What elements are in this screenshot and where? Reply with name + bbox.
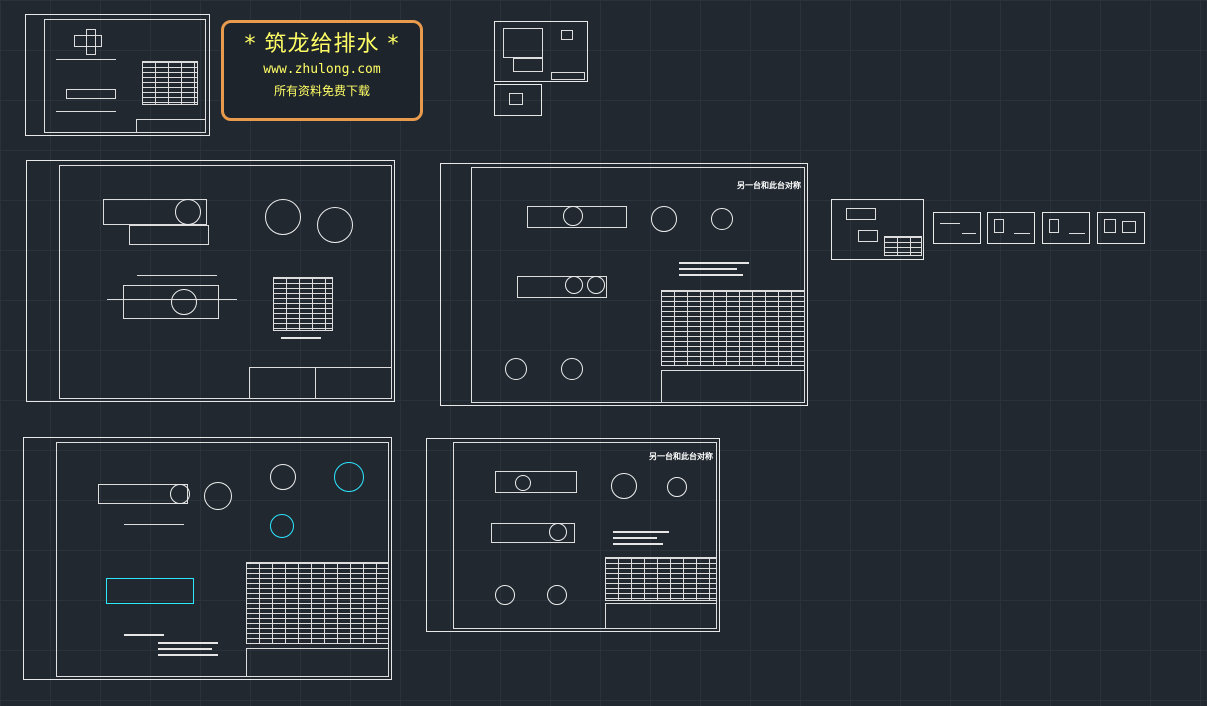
section-circle xyxy=(505,358,527,380)
note-line xyxy=(679,268,737,270)
tank-circle xyxy=(515,475,531,491)
drawing-sheet-1[interactable] xyxy=(25,14,210,136)
equipment-detail xyxy=(509,93,523,105)
note-line xyxy=(124,634,164,636)
dimension-line xyxy=(107,299,237,300)
sheet-title: 另一台和此台对称 xyxy=(737,181,801,190)
elevation-view xyxy=(517,276,607,298)
note-line xyxy=(613,531,669,533)
tank-circle xyxy=(549,523,567,541)
section-circle xyxy=(317,207,353,243)
note-line xyxy=(679,274,743,276)
note-line xyxy=(613,537,657,539)
section-circle xyxy=(204,482,232,510)
tank-circle xyxy=(563,206,583,226)
title-block xyxy=(136,119,206,133)
sheet-title: 另一台和此台对称 xyxy=(649,452,713,461)
note-line xyxy=(158,648,212,650)
watermark-title: * 筑龙给排水 * xyxy=(244,32,400,57)
section-circle xyxy=(270,464,296,490)
equipment-detail xyxy=(1104,219,1116,233)
watermark-note: 所有资料免费下载 xyxy=(273,84,370,98)
section-circle xyxy=(651,206,677,232)
material-table xyxy=(246,562,389,644)
plan-view xyxy=(495,471,577,493)
drawing-sheet-thumb-2[interactable] xyxy=(987,212,1035,244)
pipe-detail xyxy=(66,89,116,99)
sheet-inner-border xyxy=(59,165,392,399)
tank-circle xyxy=(170,484,190,504)
watermark-url: www.zhulong.com xyxy=(263,62,381,77)
drawing-sheet-thumb-4[interactable] xyxy=(1097,212,1145,244)
title-block xyxy=(605,603,717,629)
sheet-inner-border xyxy=(56,442,389,677)
tank-circle xyxy=(587,276,605,294)
section-line xyxy=(56,111,116,112)
drawing-sheet-7[interactable] xyxy=(23,437,392,680)
material-table xyxy=(605,557,717,601)
tank-circle xyxy=(175,199,201,225)
note-line xyxy=(158,654,218,656)
section-circle xyxy=(495,585,515,605)
drawing-sheet-6[interactable] xyxy=(831,199,924,260)
drawing-sheet-8[interactable]: 另一台和此台对称 xyxy=(426,438,720,632)
equipment-detail xyxy=(858,230,878,242)
section-circle xyxy=(265,199,301,235)
drawing-sheet-5[interactable]: 另一台和此台对称 xyxy=(440,163,808,406)
plan-view xyxy=(129,225,209,245)
equipment-detail xyxy=(994,219,1004,233)
elevation-view-highlighted xyxy=(106,578,194,604)
section-circle xyxy=(667,477,687,497)
drawing-sheet-2[interactable] xyxy=(494,21,588,82)
note-line xyxy=(613,543,663,545)
title-block xyxy=(551,72,585,80)
detail-line xyxy=(962,233,976,234)
drawing-sheet-thumb-1[interactable] xyxy=(933,212,981,244)
note-line xyxy=(158,642,218,644)
elevation-view xyxy=(491,523,575,543)
material-table xyxy=(661,290,805,366)
section-circle xyxy=(561,358,583,380)
equipment-detail xyxy=(503,28,543,58)
equipment-detail xyxy=(846,208,876,220)
section-line xyxy=(56,59,116,60)
section-circle xyxy=(611,473,637,499)
section-circle xyxy=(711,208,733,230)
drawing-sheet-thumb-3[interactable] xyxy=(1042,212,1090,244)
equipment-detail xyxy=(1122,221,1136,233)
equipment-detail xyxy=(513,58,543,72)
title-block xyxy=(661,370,805,403)
dimension-line xyxy=(124,524,184,525)
drawing-sheet-4[interactable] xyxy=(26,160,395,402)
equipment-detail xyxy=(1049,219,1059,233)
section-circle-highlighted xyxy=(334,462,364,492)
material-table xyxy=(142,61,198,105)
material-table xyxy=(884,236,922,256)
material-table xyxy=(273,277,333,331)
tank-circle xyxy=(171,289,197,315)
tank-circle xyxy=(565,276,583,294)
pipe-detail xyxy=(86,29,96,55)
plan-view xyxy=(103,199,207,225)
zhulong-watermark: * 筑龙给排水 * www.zhulong.com 所有资料免费下载 xyxy=(221,20,423,121)
pipe-detail xyxy=(74,35,102,47)
detail-line xyxy=(1014,233,1030,234)
sheet-inner-border xyxy=(453,442,717,629)
equipment-detail xyxy=(561,30,573,40)
title-block xyxy=(246,648,389,677)
dimension-line xyxy=(137,275,217,276)
title-block xyxy=(249,367,392,399)
section-circle-highlighted xyxy=(270,514,294,538)
section-circle xyxy=(547,585,567,605)
sheet-inner-border xyxy=(44,19,206,133)
note-line xyxy=(281,337,321,339)
drawing-sheet-3[interactable] xyxy=(494,84,542,116)
note-line xyxy=(679,262,749,264)
sheet-inner-border xyxy=(471,167,805,403)
detail-line xyxy=(1069,233,1085,234)
title-block-divider xyxy=(315,367,316,399)
detail-line xyxy=(940,223,960,224)
elevation-view xyxy=(123,285,219,319)
